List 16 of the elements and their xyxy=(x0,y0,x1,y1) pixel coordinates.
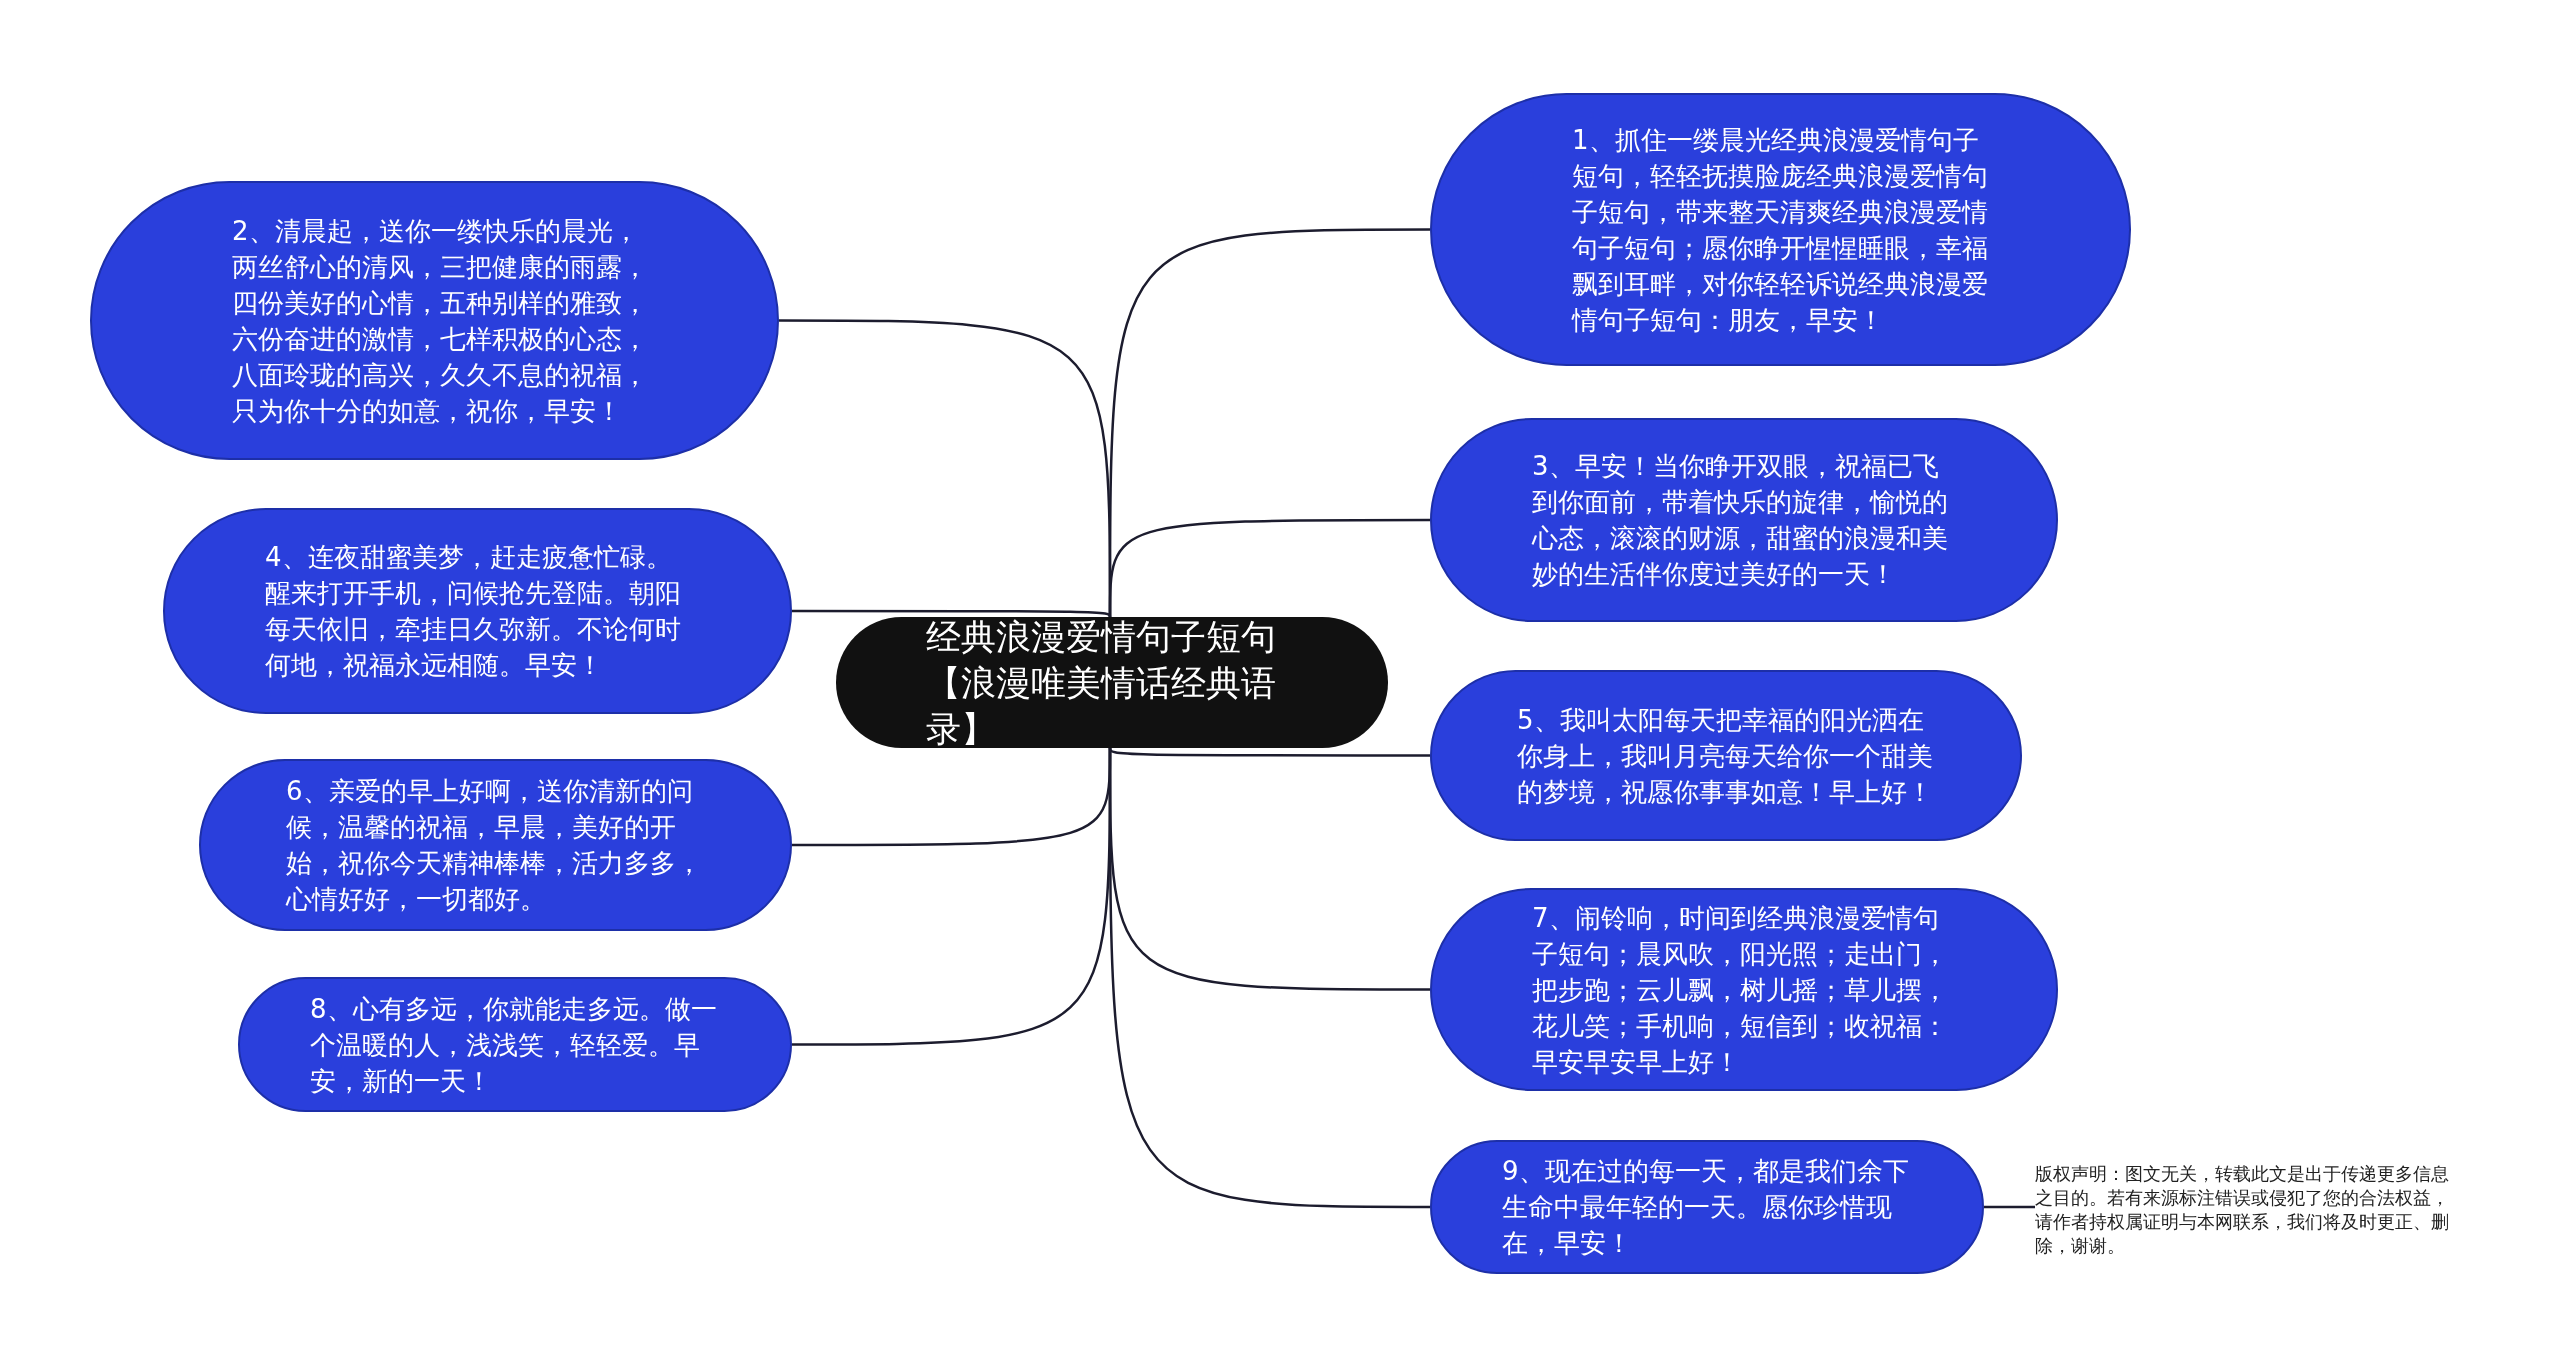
connector-line xyxy=(1108,518,1430,617)
connector-line xyxy=(1984,1205,2035,1209)
copyright-note: 版权声明：图文无关，转载此文是出于传递更多信息之目的。若有来源标注错误或侵犯了您的合法权益，请作者持权属证明与本网联系，我们将及时更正、删除，谢谢。 xyxy=(2035,1162,2450,1258)
topic-text: 5、我叫太阳每天把幸福的阳光洒在你身上，我叫月亮每天给你一个甜美的梦境，祝愿你事事如意！早上好！ xyxy=(1517,703,1934,809)
topic-text: 8、心有多远，你就能走多远。做一个温暖的人，浅浅笑，轻轻爱。早安，新的一天！ xyxy=(310,992,718,1098)
topic-text: 2、清晨起，送你一缕快乐的晨光，两丝舒心的清风，三把健康的雨露，四份美好的心情，五种别样的雅致，六份奋进的激情，七样积极的心态，八面玲珑的高兴，久久不息的祝福，只为你十分的如意，祝你，早安！ xyxy=(232,214,649,428)
topic-text: 1、抓住一缕晨光经典浪漫爱情句子短句，轻轻抚摸脸庞经典浪漫爱情句子短句，带来整天清爽经典浪漫爱情句子短句；愿你睁开惺惺睡眼，幸福飘到耳畔，对你轻轻诉说经典浪漫爱情句子短句：朋友，早安！ xyxy=(1572,123,1989,337)
topic-text: 9、现在过的每一天，都是我们余下生命中最年轻的一天。愿你珍惜现在，早安！ xyxy=(1502,1155,1910,1260)
topic-text: 3、早安！当你睁开双眼，祝福已飞到你面前，带着快乐的旋律，愉悦的心态，滚滚的财源，甜蜜的浪漫和美妙的生活伴你度过美好的一天！ xyxy=(1532,450,1949,591)
connector-line xyxy=(792,609,1112,618)
topic-text: 7、闹铃响，时间到经典浪漫爱情句子短句；晨风吹，阳光照；走出门，把步跑；云儿飘，树儿摇；草儿摆，花儿笑；手机响，短信到；收祝福：早安早安早上好！ xyxy=(1532,901,1949,1079)
topic-text: 4、连夜甜蜜美梦，赶走疲惫忙碌。醒来打开手机，问候抢先登陆。朝阳每天依旧，牵挂日久弥新。不论何时何地，祝福永远相随。早安！ xyxy=(265,541,682,682)
topic-text: 6、亲爱的早上好啊，送你清新的问候，温馨的祝福，早晨，美好的开始，祝你今天精神棒棒，活力多多，心情好好，一切都好。 xyxy=(286,775,703,916)
connector-line xyxy=(1108,748,1430,1209)
topic-title: 经典浪漫爱情句子短句【浪漫唯美情话经典语录】 xyxy=(926,615,1277,751)
connector-line xyxy=(1108,747,1430,757)
